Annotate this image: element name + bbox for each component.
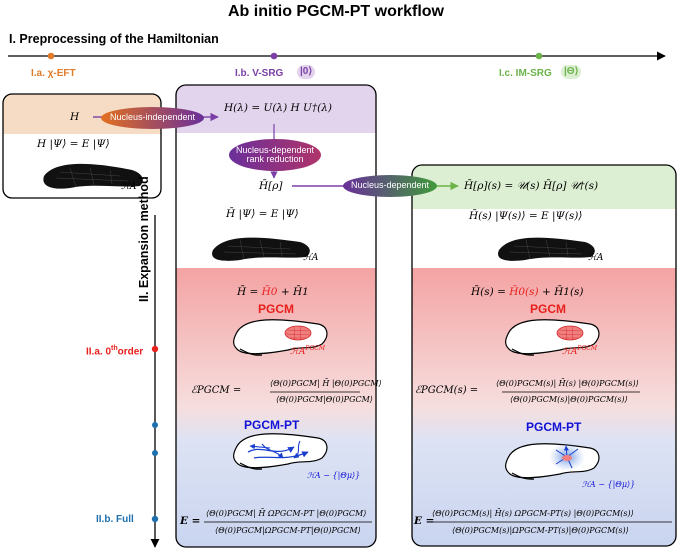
imsrg-equation: H̄[ρ](s) = 𝒰(s) H̄[ρ] 𝒰†(s): [464, 180, 599, 192]
timeline-dot-ib: [270, 52, 278, 60]
middle-partition: H̄ = H̄0 + H̄1: [237, 287, 309, 298]
middle-pgcm-label: PGCM: [258, 302, 294, 316]
hilbert-sheet-right: [498, 237, 595, 261]
step-iia-prefix: II.a. 0: [86, 346, 112, 358]
middle-full-num: ⟨Θ(0)PGCM| H̄ ΩPGCM-PT |Θ(0)PGCM⟩: [206, 509, 367, 518]
box-imsrg: [411, 164, 677, 547]
middle-pgcm-space: ℋAPGCM: [290, 346, 325, 357]
right-complement: ℋA − {|Θμ⟩}: [582, 480, 636, 489]
right-partition-lhs: H̄(s) =: [471, 286, 510, 298]
section-expansion: II. Expansion method: [137, 176, 151, 302]
step-ib: I.b. V-SRG: [235, 68, 284, 79]
middle-schrodinger: H̄ |Ψ⟩ = E |Ψ⟩: [226, 208, 299, 220]
left-schrodinger: H |Ψ⟩ = E |Ψ⟩: [37, 138, 110, 150]
box-vsrg: [175, 84, 377, 548]
middle-partition-rest: + H̄1: [277, 286, 309, 298]
pgcmpt-sheet-right: [505, 443, 600, 480]
step-iia-suffix: order: [117, 346, 144, 358]
pgcm-sheet-right: [505, 319, 600, 356]
step-iia-sup: th: [111, 345, 118, 352]
step-ic-badge: |Θ⟩: [561, 65, 582, 79]
right-partition-rest: + H̄1(s): [538, 286, 584, 298]
step-iib: II.b. Full: [96, 514, 134, 525]
timeline-dot-ia: [47, 52, 55, 60]
middle-full-lhs: E =: [180, 515, 201, 527]
right-pgcm-label: PGCM: [530, 302, 566, 316]
section-preprocessing: I. Preprocessing of the Hamiltonian: [9, 32, 219, 46]
step-ib-badge: |0⟩: [297, 65, 316, 79]
nucleus-dependent-pill: Nucleus-dependent: [343, 175, 437, 197]
srg-equation: H(λ) = U(λ) H U†(λ): [224, 102, 332, 114]
hamiltonian-h: H: [70, 111, 80, 123]
right-partition: H̄(s) = H̄0(s) + H̄1(s): [471, 287, 584, 298]
box-chiral-eft: [2, 93, 162, 199]
right-full-num: ⟨Θ(0)PGCM(s)| H̄(s) ΩPGCM-PT(s) |Θ(0)PGC…: [432, 509, 634, 518]
middle-space-label: ℋA: [303, 253, 319, 263]
axis-dot-full: [151, 515, 159, 523]
hilbert-sheet-left: [43, 163, 143, 189]
timeline-dot-ic: [535, 52, 543, 60]
axis-dot-0th: [151, 345, 159, 353]
right-schrodinger: H̄(s) |Ψ(s)⟩ = E |Ψ(s)⟩: [469, 210, 583, 222]
right-energy-den: ⟨Θ(0)PGCM(s)|Θ(0)PGCM(s)⟩: [510, 395, 628, 404]
right-full-den: ⟨Θ(0)PGCM(s)|ΩPGCM-PT(s)|Θ(0)PGCM(s)⟩: [452, 526, 629, 535]
middle-pgcmpt-label: PGCM-PT: [244, 418, 300, 432]
pill-line-2: rank reduction: [246, 154, 304, 164]
middle-energy-num: ⟨Θ(0)PGCM| H̄ |Θ(0)PGCM⟩: [270, 379, 382, 388]
hilbert-sheet-middle: [212, 237, 310, 261]
right-pgcm-space: ℋAPGCM: [562, 346, 597, 357]
middle-energy-den: ⟨Θ(0)PGCM|Θ(0)PGCM⟩: [276, 395, 373, 404]
right-energy-num: ⟨Θ(0)PGCM(s)| H̄(s) |Θ(0)PGCM(s)⟩: [496, 379, 639, 388]
middle-full-den: ⟨Θ(0)PGCM|ΩPGCM-PT|Θ(0)PGCM⟩: [215, 526, 361, 535]
nucleus-independent-pill: Nucleus-independent: [101, 107, 204, 129]
right-pgcmpt-label: PGCM-PT: [526, 420, 582, 434]
step-ia: I.a. χ-EFT: [31, 68, 76, 79]
right-full-lhs: E =: [414, 515, 435, 527]
middle-partition-lhs: H̄ =: [237, 286, 262, 298]
step-ic: I.c. IM-SRG: [499, 68, 552, 79]
right-pgcm-space-base: ℋA: [562, 347, 578, 357]
right-pgcm-space-sup: PGCM: [577, 345, 597, 352]
right-energy-lhs: ℰPGCM(s) =: [415, 385, 479, 396]
middle-complement: ℋA − {|Θμ⟩}: [307, 471, 361, 480]
pgcmpt-sheet-middle: [233, 433, 328, 470]
left-space-label: ℋA: [121, 182, 137, 192]
middle-energy-lhs: ℰPGCM =: [191, 385, 242, 396]
middle-pgcm-space-sup: PGCM: [305, 345, 325, 352]
pill-line-1: Nucleus-dependent: [235, 144, 315, 155]
right-partition-h0: H̄0(s): [509, 286, 539, 298]
right-space-label: ℋA: [588, 253, 604, 263]
middle-pgcm-space-base: ℋA: [290, 347, 306, 357]
hbar-rho: H̄[ρ]: [259, 180, 283, 192]
step-iia: II.a. 0thorder: [86, 345, 143, 357]
page-title: Ab initio PGCM-PT workflow: [228, 3, 444, 20]
middle-partition-h0: H̄0: [261, 286, 278, 298]
pgcm-sheet-middle: [233, 319, 328, 356]
